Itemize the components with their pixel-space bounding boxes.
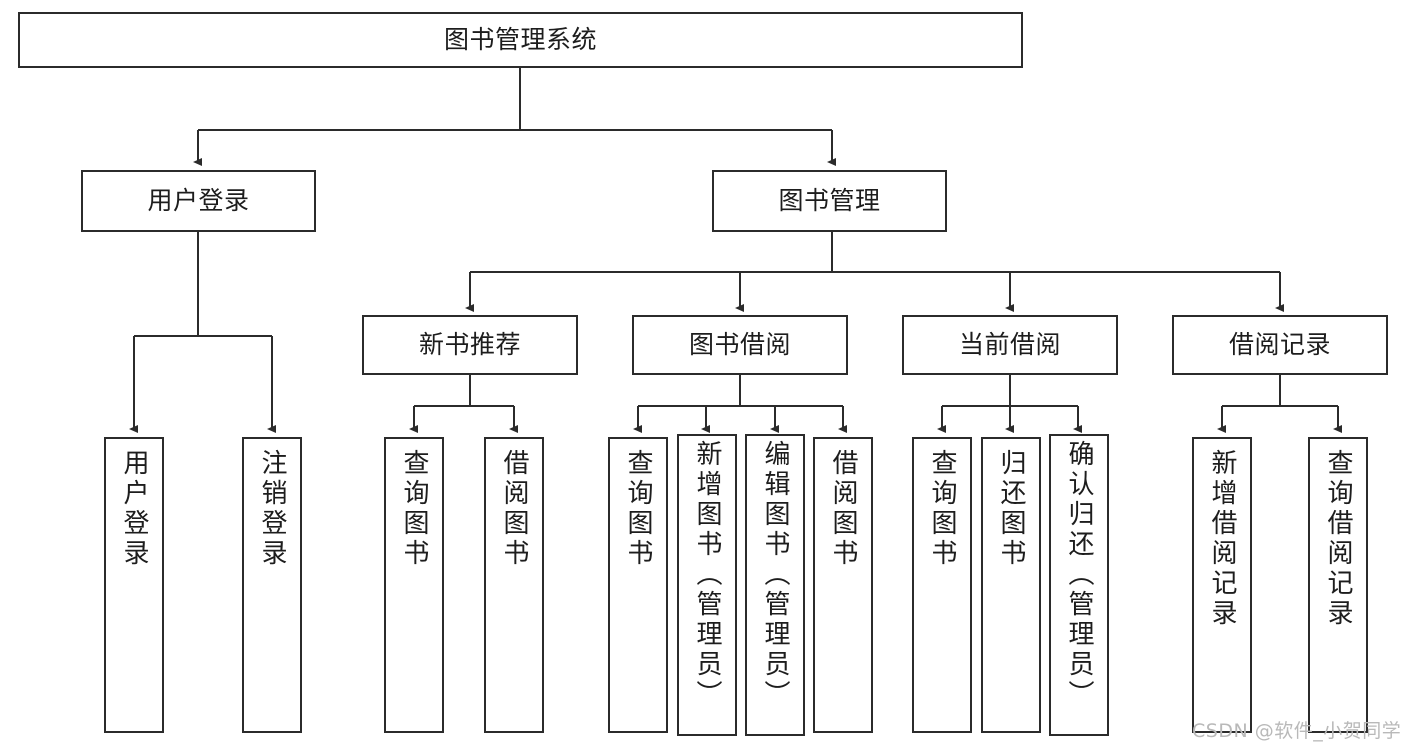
node-book-borrow[interactable]: 图书借阅 [632,315,848,375]
node-leaf-newbook-query-book[interactable]: 查询图书 [384,437,444,733]
csdn-watermark: CSDN @软件_小贺同学 [1192,720,1402,742]
node-label: 新增图书（管理员） [692,440,722,710]
node-label: 图书借阅 [688,330,791,360]
node-leaf-return-book[interactable]: 归还图书 [981,437,1041,733]
node-label: 借阅图书 [828,449,858,569]
node-leaf-logout[interactable]: 注销登录 [242,437,302,733]
node-label: 当前借阅 [958,330,1061,360]
node-new-book-recommend[interactable]: 新书推荐 [362,315,578,375]
node-label: 查询图书 [399,449,429,569]
node-leaf-query-borrow-record[interactable]: 查询借阅记录 [1308,437,1368,733]
node-label: 注销登录 [257,449,287,569]
node-label: 新书推荐 [418,330,521,360]
node-book-management[interactable]: 图书管理 [712,170,947,232]
node-label: 查询图书 [623,449,653,569]
node-borrow-record[interactable]: 借阅记录 [1172,315,1388,375]
node-label: 编辑图书（管理员） [760,440,790,710]
node-label: 查询图书 [927,449,957,569]
node-label: 借阅图书 [499,449,529,569]
node-leaf-add-book-admin[interactable]: 新增图书（管理员） [677,434,737,736]
node-label: 借阅记录 [1228,330,1331,360]
node-label: 用户登录 [147,186,250,216]
node-user-login[interactable]: 用户登录 [81,170,316,232]
node-leaf-add-borrow-record[interactable]: 新增借阅记录 [1192,437,1252,733]
node-label: 归还图书 [996,449,1026,569]
node-leaf-borrow-book[interactable]: 借阅图书 [813,437,873,733]
node-leaf-borrow-query-book[interactable]: 查询图书 [608,437,668,733]
node-root-system[interactable]: 图书管理系统 [18,12,1023,68]
node-leaf-edit-book-admin[interactable]: 编辑图书（管理员） [745,434,805,736]
node-leaf-user-login[interactable]: 用户登录 [104,437,164,733]
node-label: 图书管理系统 [443,25,597,55]
node-current-borrow[interactable]: 当前借阅 [902,315,1118,375]
node-leaf-newbook-borrow-book[interactable]: 借阅图书 [484,437,544,733]
node-label: 查询借阅记录 [1323,449,1353,629]
node-leaf-current-query-book[interactable]: 查询图书 [912,437,972,733]
node-leaf-confirm-return-admin[interactable]: 确认归还（管理员） [1049,434,1109,736]
node-label: 图书管理 [778,186,881,216]
node-label: 新增借阅记录 [1207,449,1237,629]
node-label: 用户登录 [119,449,149,569]
node-label: 确认归还（管理员） [1064,440,1094,710]
